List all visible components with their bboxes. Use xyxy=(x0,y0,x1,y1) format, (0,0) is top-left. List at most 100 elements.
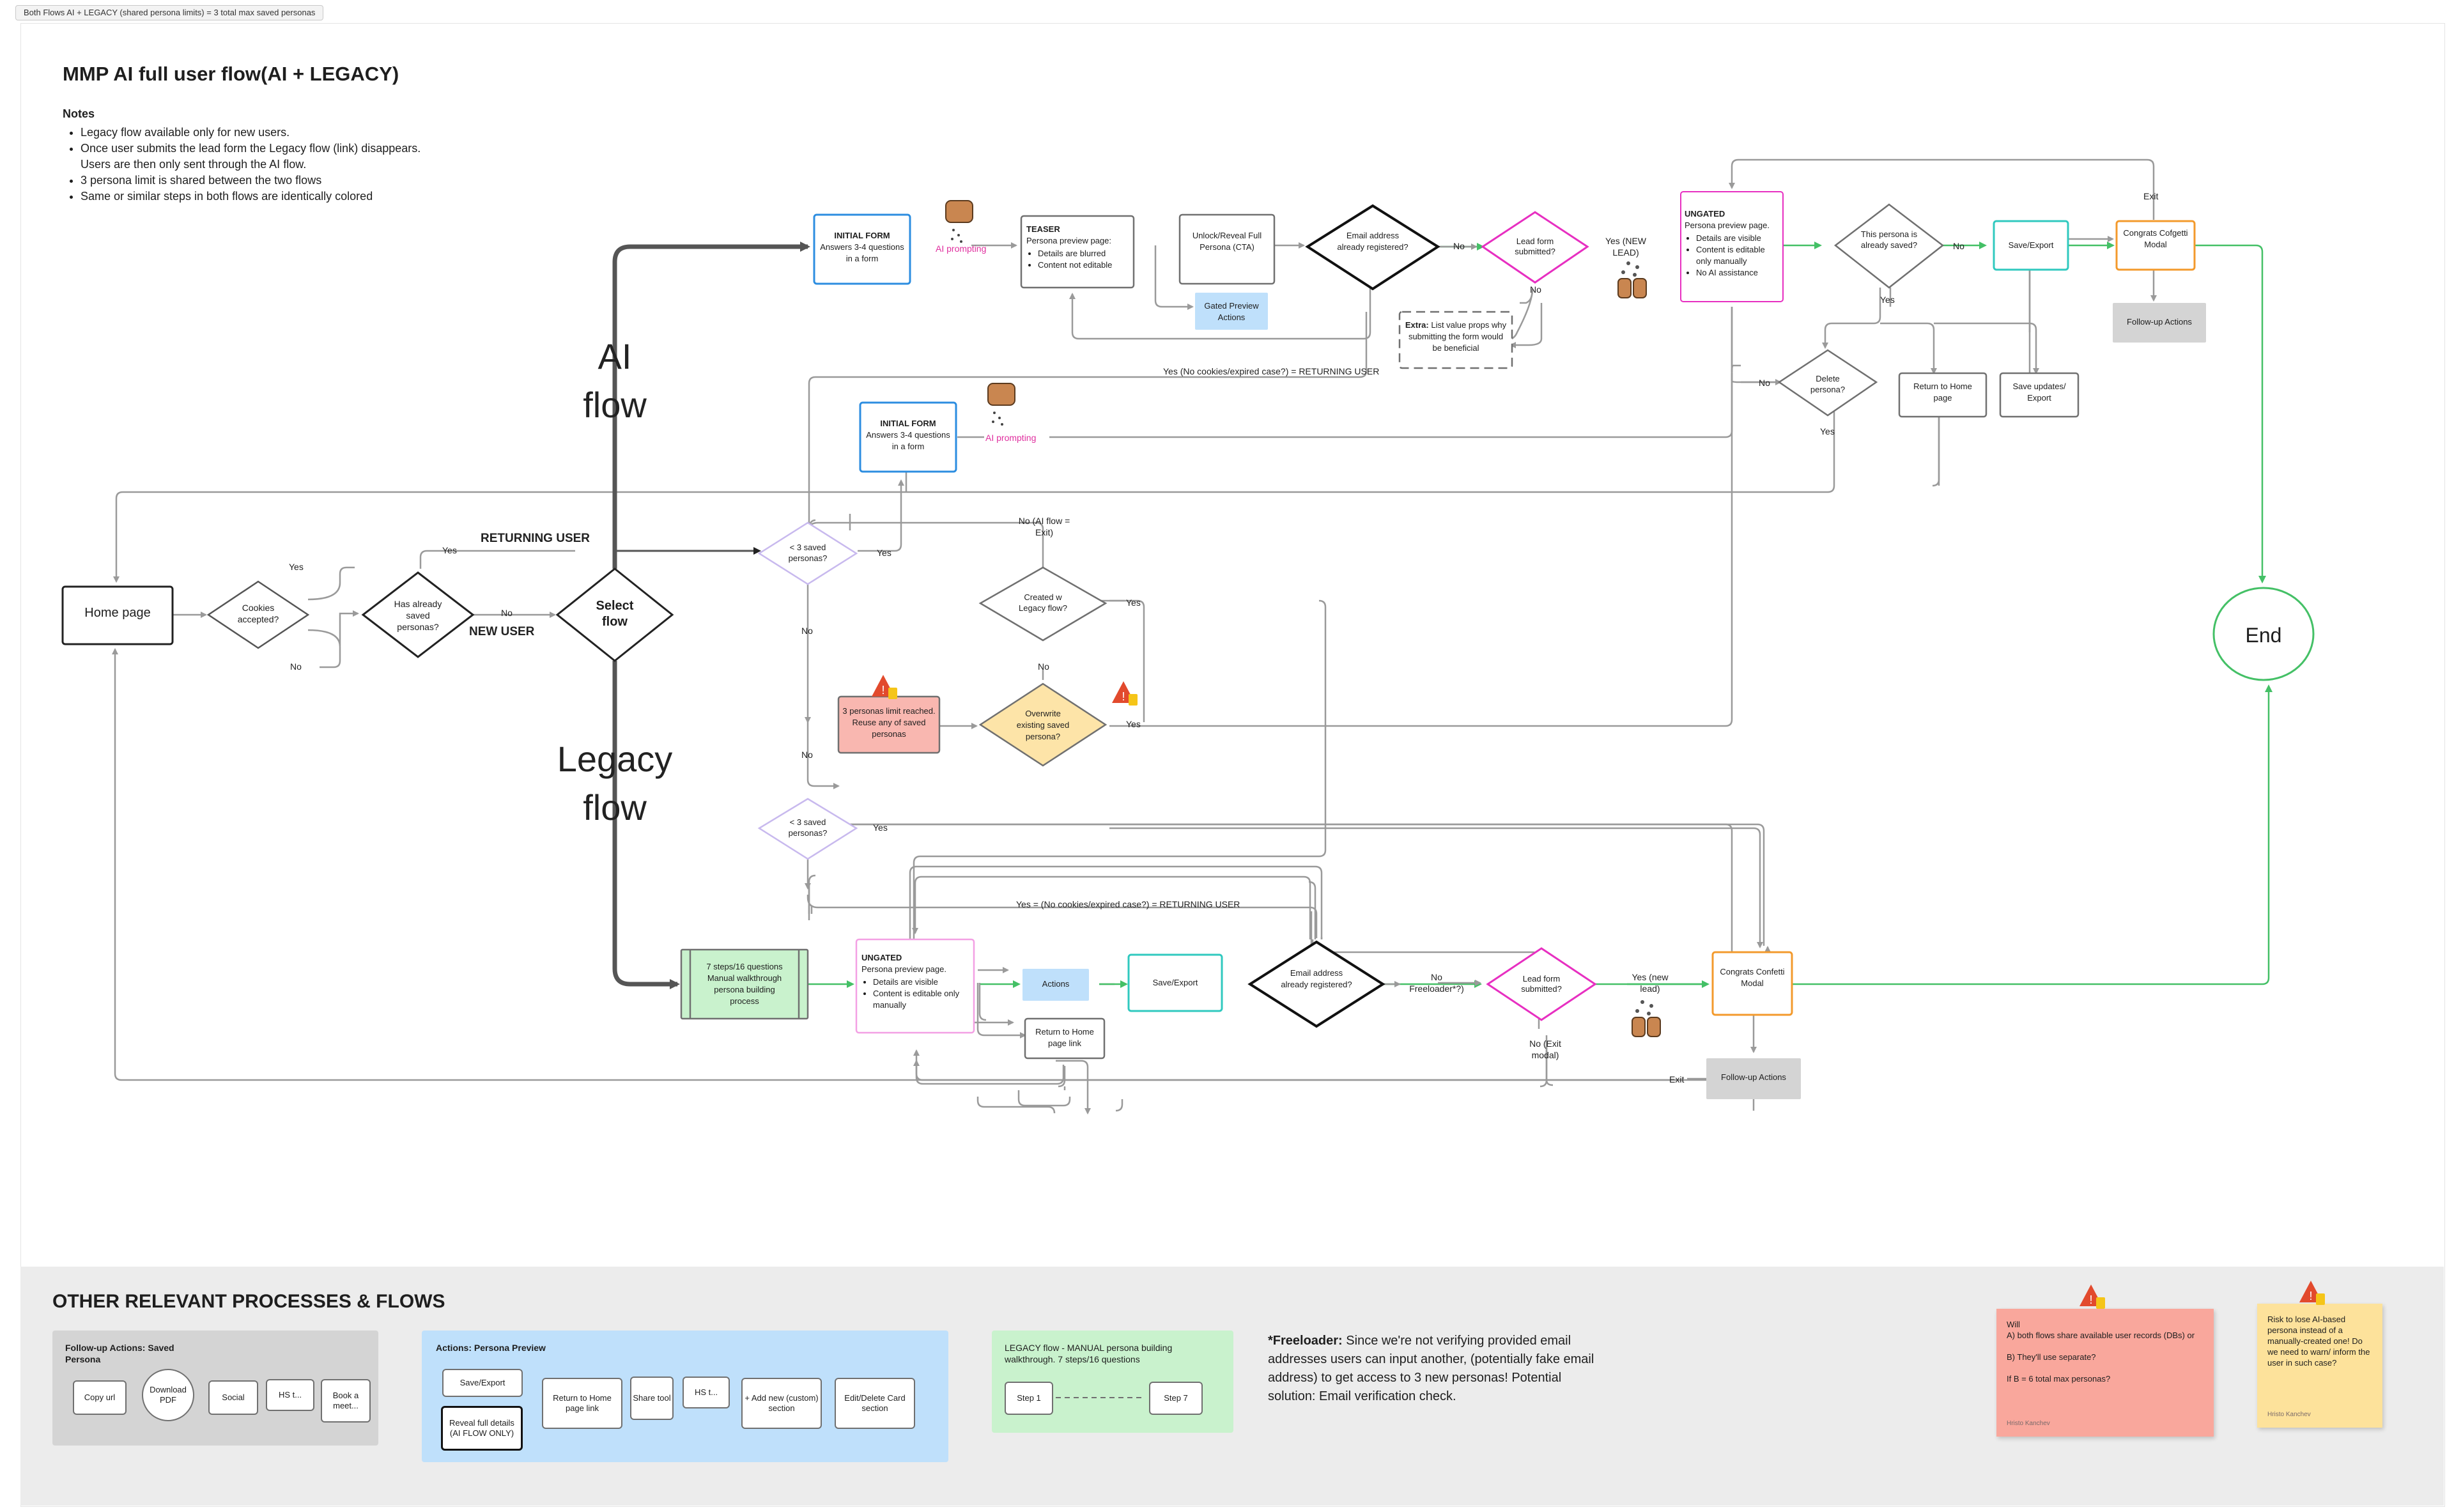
celebration-hands-icon xyxy=(1632,1000,1661,1037)
lead-form-diamond[interactable] xyxy=(1481,211,1589,284)
frame-tag[interactable]: Both Flows AI + LEGACY (shared persona l… xyxy=(15,5,324,20)
save-export-node[interactable] xyxy=(1127,953,1223,1012)
save-export-button[interactable]: Save/Export xyxy=(442,1369,523,1397)
hs-button[interactable]: HS t... xyxy=(683,1377,730,1408)
reveal-details-button[interactable]: Reveal full details (AI FLOW ONLY) xyxy=(441,1406,523,1451)
limit-check-label: < 3 saved personas? xyxy=(788,543,828,563)
edge xyxy=(1731,364,1741,373)
end-node xyxy=(2212,587,2315,681)
hs-button[interactable]: HS t... xyxy=(266,1379,314,1411)
edge-label: No xyxy=(1038,661,1049,672)
edge-label: Yes xyxy=(1820,426,1835,436)
edge-label: No Freeloader*?) xyxy=(1409,972,1464,994)
flow-arrows xyxy=(612,242,810,989)
ai-initial-form-node[interactable] xyxy=(859,401,957,473)
return-home-link-node[interactable] xyxy=(1024,1017,1106,1060)
save-export-node[interactable] xyxy=(1993,220,2069,271)
legacy-steps-node[interactable] xyxy=(680,948,809,1020)
edge-label: Yes xyxy=(1880,295,1895,305)
already-saved-diamond[interactable] xyxy=(1833,203,1945,289)
edge xyxy=(1109,827,1763,948)
ai-initial-form-text: INITIAL FORM Answers 3-4 questions in a … xyxy=(817,230,907,265)
sticky-note-red[interactable]: Will A) both flows share available user … xyxy=(1996,1309,2214,1437)
select-flow-diamond[interactable] xyxy=(555,567,674,662)
book-meeting-button[interactable]: Book a meet... xyxy=(321,1379,371,1423)
home-page-node[interactable] xyxy=(61,585,174,645)
node-bullet: No AI assistance xyxy=(1696,267,1780,279)
edge-label: Yes (NEW LEAD) xyxy=(1605,236,1647,258)
sticky-note-yellow[interactable]: Risk to lose AI-based persona instead of… xyxy=(2257,1304,2382,1428)
edge-label: No (AI flow = Exit) xyxy=(1018,516,1070,537)
edge xyxy=(1109,307,1733,727)
email-check-diamond[interactable] xyxy=(1247,940,1385,1028)
ai-prompting-label: AI prompting xyxy=(985,433,1037,443)
step-7-node[interactable]: Step 7 xyxy=(1149,1382,1203,1415)
limit-check-diamond[interactable] xyxy=(757,798,858,860)
sticky-line: If B = 6 total max personas? xyxy=(2007,1374,2111,1384)
edge-label: Yes xyxy=(877,548,891,558)
save-export-label: Save/Export xyxy=(1152,978,1198,987)
actions-node[interactable] xyxy=(1022,969,1089,1001)
delete-persona-diamond[interactable] xyxy=(1777,349,1878,417)
congrats-node[interactable] xyxy=(1711,951,1793,1016)
email-check-diamond[interactable] xyxy=(1305,204,1440,291)
node-bullet: Content not editable xyxy=(1038,259,1134,271)
note-item: Once user submits the lead form the Lega… xyxy=(81,141,438,173)
created-legacy-diamond[interactable] xyxy=(978,566,1107,642)
return-home-button[interactable]: Return to Home page link xyxy=(542,1378,622,1429)
download-pdf-button[interactable]: Download PDF xyxy=(142,1369,194,1421)
has-saved-diamond[interactable] xyxy=(361,571,475,658)
note-item: Legacy flow available only for new users… xyxy=(81,125,438,141)
limit-check-diamond[interactable] xyxy=(757,521,858,585)
already-saved-label: This persona is already saved? xyxy=(1860,229,1918,250)
unlock-node[interactable] xyxy=(1178,213,1276,285)
overwrite-diamond[interactable] xyxy=(978,683,1107,767)
teaser-node[interactable] xyxy=(1020,215,1135,289)
save-export-label: Save/Export xyxy=(2008,240,2054,250)
edge xyxy=(1115,1099,1123,1112)
followup-actions-node[interactable] xyxy=(2113,303,2206,343)
edge xyxy=(419,550,575,569)
edge-label: No xyxy=(1953,241,1964,251)
edge xyxy=(911,599,1327,973)
congrats-node[interactable] xyxy=(2115,220,2196,271)
save-updates-node[interactable] xyxy=(1999,372,2080,418)
share-tool-button[interactable]: Share tool xyxy=(630,1377,674,1420)
cookies-diamond[interactable] xyxy=(206,580,310,649)
edge-label: Yes xyxy=(289,562,304,572)
freeloader-note: *Freeloader: Since we're not verifying p… xyxy=(1268,1332,1600,1406)
ungated-legacy-node[interactable] xyxy=(855,938,975,1034)
step-1-node[interactable]: Step 1 xyxy=(1005,1382,1053,1415)
celebration-hands-icon xyxy=(1617,261,1647,298)
edge-label: No xyxy=(1453,241,1465,251)
edge-label: Yes xyxy=(1126,719,1141,729)
node-bullet: Details are visible xyxy=(873,976,970,988)
node-title: INITIAL FORM xyxy=(880,419,936,428)
edge-label: Yes xyxy=(873,822,888,833)
edge xyxy=(307,566,355,601)
edge xyxy=(808,874,816,914)
ai-prompting-icon xyxy=(945,200,973,243)
ai-initial-form-node[interactable] xyxy=(813,213,911,285)
edge xyxy=(850,823,1765,946)
add-section-button[interactable]: + Add new (custom) section xyxy=(741,1378,822,1429)
edge xyxy=(1077,599,1145,722)
created-legacy-label: Created w Legacy flow? xyxy=(1019,592,1067,613)
edge xyxy=(858,479,904,552)
social-button[interactable]: Social xyxy=(208,1380,258,1415)
edge-label: Yes xyxy=(442,545,457,555)
edge xyxy=(1154,245,1194,310)
sticky-author: Hristo Kanchev xyxy=(2007,1420,2050,1427)
copy-url-button[interactable]: Copy url xyxy=(73,1380,127,1415)
ungated-ai-node[interactable] xyxy=(1680,191,1784,302)
email-check-label: Email address already registered? xyxy=(1281,968,1352,989)
warning-icon: ! xyxy=(1112,681,1138,706)
edit-delete-button[interactable]: Edit/Delete Card section xyxy=(835,1378,915,1429)
return-home-node[interactable] xyxy=(1898,372,1987,418)
extra-note-text: Extra: List value props why submitting t… xyxy=(1403,320,1508,354)
lead-form-diamond[interactable] xyxy=(1486,947,1597,1021)
gated-preview-node[interactable] xyxy=(1195,293,1268,330)
legacy-flow-title-line: flow xyxy=(583,787,647,828)
followup-actions-node[interactable] xyxy=(1706,1058,1801,1099)
